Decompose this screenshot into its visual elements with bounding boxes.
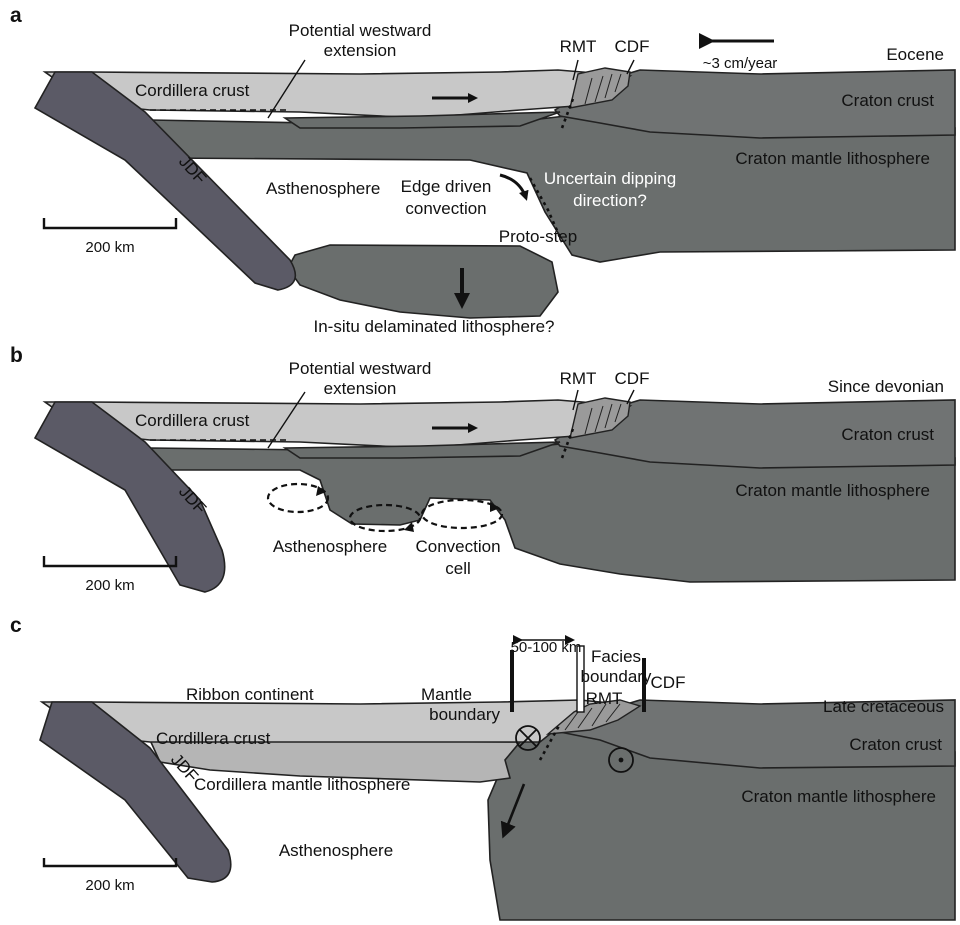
asthenosphere-label-a: Asthenosphere bbox=[266, 179, 380, 198]
rmt-label-b: RMT bbox=[560, 369, 597, 388]
panel-b-letter: b bbox=[10, 344, 23, 367]
scale-bar-a bbox=[44, 218, 176, 228]
extension-label-a-1: Potential westward bbox=[289, 21, 432, 40]
craton-mantle-label-c: Craton mantle lithosphere bbox=[741, 787, 936, 806]
cdf-label-a: CDF bbox=[615, 37, 650, 56]
facies-label-1: Facies bbox=[591, 647, 641, 666]
cordillera-crust-label-c: Cordillera crust bbox=[156, 729, 271, 748]
rmt-label-c: RMT bbox=[586, 689, 623, 708]
rate-label-a: ~3 cm/year bbox=[703, 55, 778, 72]
edge-convection-arrow bbox=[500, 175, 526, 198]
extension-label-b-2: extension bbox=[324, 379, 397, 398]
uncertain-dipping-label-2: direction? bbox=[573, 191, 647, 210]
cordillera-crust-label-b: Cordillera crust bbox=[135, 411, 250, 430]
panel-c-letter: c bbox=[10, 614, 22, 637]
rmt-label-a: RMT bbox=[560, 37, 597, 56]
mantle-boundary-label-2: boundary bbox=[429, 705, 500, 724]
scale-label-a: 200 km bbox=[85, 239, 134, 256]
craton-crust-label-c: Craton crust bbox=[849, 735, 942, 754]
cordillera-mantle-label-c: Cordillera mantle lithosphere bbox=[194, 775, 410, 794]
asthenosphere-label-b: Asthenosphere bbox=[273, 537, 387, 556]
out-of-page-dot bbox=[619, 758, 624, 763]
age-label-b: Since devonian bbox=[828, 377, 944, 396]
scale-label-b: 200 km bbox=[85, 577, 134, 594]
uncertain-dipping-label-1: Uncertain dipping bbox=[544, 169, 676, 188]
mantle-boundary-label-1: Mantle bbox=[421, 685, 472, 704]
proto-step-label: Proto-step bbox=[499, 227, 577, 246]
scale-label-c: 200 km bbox=[85, 877, 134, 894]
craton-mantle-label-a: Craton mantle lithosphere bbox=[735, 149, 930, 168]
cdf-label-b: CDF bbox=[615, 369, 650, 388]
panel-a-letter: a bbox=[10, 4, 22, 27]
panel-c: c Facies boundary 50-100 km Mantle bound… bbox=[10, 614, 955, 920]
cordillera-crust-label-a: Cordillera crust bbox=[135, 81, 250, 100]
delaminated-label: In-situ delaminated lithosphere? bbox=[314, 317, 555, 336]
extension-label-a-2: extension bbox=[324, 41, 397, 60]
edge-convection-label-1: Edge driven bbox=[401, 177, 492, 196]
distance-label: 50-100 km bbox=[511, 639, 582, 656]
scale-bar-c bbox=[44, 858, 176, 866]
convection-cell-label-1: Convection bbox=[415, 537, 500, 556]
extension-label-b-1: Potential westward bbox=[289, 359, 432, 378]
age-label-a: Eocene bbox=[886, 45, 944, 64]
delaminated-block-a bbox=[288, 245, 558, 318]
panel-a: a Potential westward extension R bbox=[10, 4, 955, 336]
facies-label-2: boundary bbox=[581, 667, 652, 686]
craton-mantle-label-b: Craton mantle lithosphere bbox=[735, 481, 930, 500]
panel-b: b Potential westward extension RMT CDF S… bbox=[10, 344, 955, 594]
edge-convection-label-2: convection bbox=[405, 199, 486, 218]
age-label-c: Late cretaceous bbox=[823, 697, 944, 716]
cdf-label-c: CDF bbox=[651, 673, 686, 692]
ribbon-continent-label: Ribbon continent bbox=[186, 685, 314, 704]
asthenosphere-label-c: Asthenosphere bbox=[279, 841, 393, 860]
craton-crust-label-a: Craton crust bbox=[841, 91, 934, 110]
scale-bar-b bbox=[44, 556, 176, 566]
craton-crust-label-b: Craton crust bbox=[841, 425, 934, 444]
convection-cell-label-2: cell bbox=[445, 559, 471, 578]
